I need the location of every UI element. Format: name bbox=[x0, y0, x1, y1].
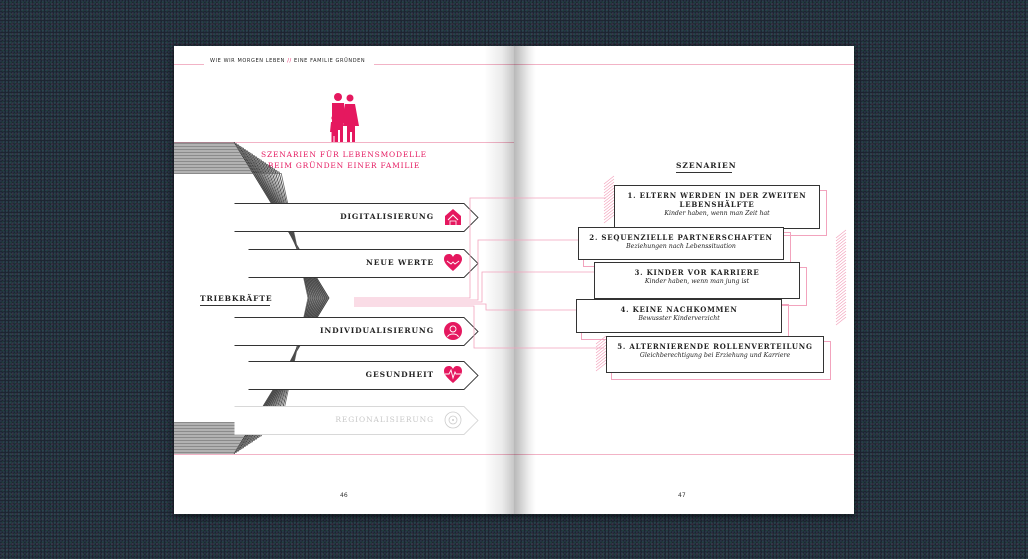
chevron-stripe bbox=[174, 146, 327, 450]
scenario-subtitle: Gleichberechtigung bei Erziehung und Kar… bbox=[639, 352, 791, 359]
scenario-subtitle: Beziehungen nach Lebenssituation bbox=[626, 243, 736, 250]
running-head-right: EINE FAMILIE GRÜNDEN bbox=[294, 58, 366, 64]
running-head: WIE WIR MORGEN LEBEN // EINE FAMILIE GRÜ… bbox=[210, 58, 365, 64]
driver-individualisierung: INDIVIDUALISIERUNG bbox=[234, 317, 480, 346]
chevron-stripe bbox=[174, 159, 318, 437]
scenarios-heading-underline bbox=[676, 172, 732, 173]
title-rule bbox=[174, 142, 514, 143]
driver-label: REGIONALISIERUNG bbox=[335, 415, 434, 424]
running-head-separator: // bbox=[287, 58, 292, 64]
scenario-title: 1. ELTERN WERDEN IN DER ZWEITEN bbox=[627, 191, 807, 200]
chevron-stripe bbox=[174, 156, 320, 440]
foot-rule-left bbox=[174, 454, 514, 455]
heart-hands-icon bbox=[444, 254, 462, 271]
page-number-right: 47 bbox=[678, 492, 686, 499]
scenario-subtitle: Kinder haben, wenn man jung ist bbox=[644, 278, 750, 285]
page-number-left: 46 bbox=[340, 492, 348, 499]
gutter-shadow-right bbox=[514, 46, 536, 514]
left-title-line1: SZENARIEN FÜR LEBENSMODELLE bbox=[261, 150, 427, 159]
driver-label: DIGITALISIERUNG bbox=[340, 212, 434, 221]
chevron-stripe bbox=[174, 155, 321, 441]
gutter-shadow-left bbox=[484, 46, 514, 514]
scenario-title: 5. ALTERNIERENDE ROLLENVERTEILUNG bbox=[617, 342, 813, 351]
driver-label: GESUNDHEIT bbox=[365, 370, 434, 379]
scenarios-heading-text: SZENARIEN bbox=[676, 161, 737, 170]
scenario-title: 2. SEQUENZIELLE PARTNERSCHAFTEN bbox=[589, 233, 773, 242]
left-page: WIE WIR MORGEN LEBEN // EINE FAMILIE GRÜ… bbox=[174, 46, 514, 514]
chevron-stripe bbox=[174, 143, 329, 453]
target-icon bbox=[444, 411, 462, 429]
person-head-icon bbox=[444, 322, 462, 340]
head-rule-right bbox=[374, 64, 514, 65]
driver-label: INDIVIDUALISIERUNG bbox=[320, 326, 434, 335]
house-icon bbox=[445, 209, 461, 225]
left-page-title: SZENARIEN FÜR LEBENSMODELLE BEIM GRÜNDEN… bbox=[244, 149, 444, 171]
chevron-stripe bbox=[174, 150, 324, 446]
family-icon bbox=[330, 93, 359, 142]
drivers-label-underline bbox=[200, 305, 270, 306]
scenario-subtitle: Bewusster Kinderverzicht bbox=[638, 315, 720, 322]
chevron-stripe bbox=[174, 144, 328, 452]
scenario-subtitle: Kinder haben, wenn man Zeit hat bbox=[664, 210, 770, 217]
driver-arrow-frame bbox=[234, 406, 479, 435]
driver-label: NEUE WERTE bbox=[366, 258, 434, 267]
heartbeat-icon bbox=[444, 366, 462, 383]
scenarios-heading: SZENARIEN bbox=[676, 161, 737, 173]
running-head-left: WIE WIR MORGEN LEBEN bbox=[210, 58, 286, 64]
head-rule-left bbox=[174, 64, 204, 65]
scenario-title: 4. KEINE NACHKOMMEN bbox=[620, 305, 738, 314]
chevron-stripe bbox=[174, 161, 317, 435]
magazine-spread: WIE WIR MORGEN LEBEN // EINE FAMILIE GRÜ… bbox=[174, 46, 854, 514]
driver-neue werte: NEUE WERTE bbox=[248, 249, 480, 278]
driver-regionalisierung: REGIONALISIERUNG bbox=[234, 406, 480, 435]
foot-rule-right bbox=[514, 454, 854, 455]
chevron-stripe bbox=[174, 152, 323, 444]
driver-digitalisierung: DIGITALISIERUNG bbox=[234, 203, 480, 232]
driver-arrow-frame bbox=[248, 361, 479, 390]
scenario-title: 3. KINDER VOR KARRIERE bbox=[634, 268, 760, 277]
drivers-label: TRIEBKRÄFTE bbox=[200, 294, 273, 306]
scenario-title-cont: LEBENSHÄLFTE bbox=[679, 200, 755, 209]
left-title-line2: BEIM GRÜNDEN EINER FAMILIE bbox=[267, 161, 421, 170]
chevron-stripe bbox=[174, 149, 325, 447]
head-rule-right-page bbox=[514, 64, 854, 65]
drivers-label-text: TRIEBKRÄFTE bbox=[200, 294, 273, 303]
chevron-stripe bbox=[174, 147, 326, 449]
chevron-stripe bbox=[174, 153, 322, 443]
chevron-stripe bbox=[174, 158, 319, 438]
driver-gesundheit: GESUNDHEIT bbox=[248, 361, 480, 390]
